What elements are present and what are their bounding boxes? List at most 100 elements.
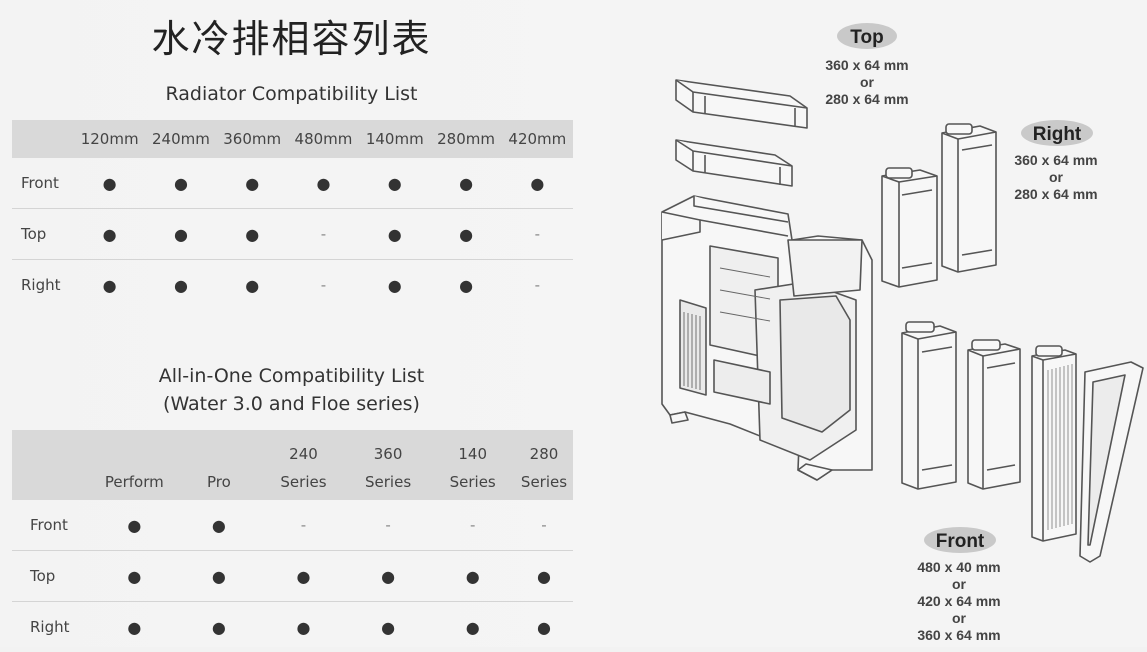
table-cell: - bbox=[515, 500, 573, 551]
table-cell: - bbox=[288, 260, 359, 311]
table-cell: ● bbox=[261, 602, 346, 652]
front-radiator-360-a bbox=[902, 322, 956, 489]
table-cell: - bbox=[288, 209, 359, 260]
right-radiator-360 bbox=[942, 124, 996, 272]
table-cell: ● bbox=[430, 602, 515, 652]
table-cell: ● bbox=[217, 158, 288, 209]
header-line2: Series bbox=[430, 468, 515, 496]
row-label: Front bbox=[12, 158, 74, 209]
table-cell: ● bbox=[177, 602, 262, 652]
top-radiator-280 bbox=[676, 140, 792, 186]
table-cell: ● bbox=[217, 260, 288, 311]
table-row: Right ● ● ● - ● ● - bbox=[12, 260, 573, 311]
header-line2: Series bbox=[515, 468, 573, 496]
table-cell: - bbox=[346, 500, 431, 551]
header-line1: 360 bbox=[346, 440, 431, 468]
header-cell: 280mm bbox=[430, 120, 501, 158]
table-cell: ● bbox=[288, 158, 359, 209]
table-cell: ● bbox=[145, 158, 216, 209]
header-cell: Perform bbox=[92, 430, 177, 500]
header-cell: 420mm bbox=[502, 120, 573, 158]
front-panel-frame bbox=[1080, 362, 1143, 562]
table-cell: ● bbox=[359, 158, 430, 209]
table-cell: ● bbox=[92, 500, 177, 551]
case-chassis bbox=[662, 196, 872, 480]
header-cell: 140mm bbox=[359, 120, 430, 158]
case-diagram-panel: Top 360 x 64 mm or 280 x 64 mm Right 360… bbox=[610, 0, 1147, 647]
row-label: Right bbox=[12, 260, 74, 311]
right-size-line: 280 x 64 mm bbox=[1014, 186, 1097, 202]
table-cell: - bbox=[430, 500, 515, 551]
table-cell: ● bbox=[346, 551, 431, 602]
table-cell: ● bbox=[515, 602, 573, 652]
front-radiator-360-b bbox=[968, 340, 1020, 489]
right-radiator-280 bbox=[882, 168, 937, 287]
front-size-line: or bbox=[952, 610, 967, 626]
table-cell: ● bbox=[261, 551, 346, 602]
front-size-line: 360 x 64 mm bbox=[917, 627, 1000, 643]
table-row: Front ● ● - - - - bbox=[12, 500, 573, 551]
table-cell: ● bbox=[502, 158, 573, 209]
header-cell: 480mm bbox=[288, 120, 359, 158]
header-blank bbox=[12, 430, 92, 500]
header-cell: 360mm bbox=[217, 120, 288, 158]
table-cell: ● bbox=[515, 551, 573, 602]
row-label: Top bbox=[12, 551, 92, 602]
table-cell: ● bbox=[217, 209, 288, 260]
header-line2: Series bbox=[261, 468, 346, 496]
front-size-label: Front 480 x 40 mm or 420 x 64 mm or 360 … bbox=[917, 527, 1000, 643]
right-badge: Right bbox=[1033, 124, 1082, 145]
header-cell: Pro bbox=[177, 430, 262, 500]
right-size-line: or bbox=[1049, 169, 1064, 185]
table-cell: - bbox=[502, 260, 573, 311]
right-size-label: Right 360 x 64 mm or 280 x 64 mm bbox=[1014, 120, 1097, 202]
table-cell: ● bbox=[145, 209, 216, 260]
header-line2: Perform bbox=[92, 468, 177, 496]
table-cell: ● bbox=[430, 209, 501, 260]
top-size-label: Top 360 x 64 mm or 280 x 64 mm bbox=[825, 23, 908, 107]
table-cell: ● bbox=[430, 551, 515, 602]
right-size-line: 360 x 64 mm bbox=[1014, 152, 1097, 168]
case-exploded-diagram: Top 360 x 64 mm or 280 x 64 mm Right 360… bbox=[610, 0, 1147, 647]
table-row: Top ● ● ● - ● ● - bbox=[12, 209, 573, 260]
table-row: Front ● ● ● ● ● ● ● bbox=[12, 158, 573, 209]
table-cell: ● bbox=[74, 260, 145, 311]
header-cell: 120mm bbox=[74, 120, 145, 158]
row-label: Front bbox=[12, 500, 92, 551]
radiator-list-title: Radiator Compatibility List bbox=[0, 83, 583, 105]
table-cell: ● bbox=[177, 500, 262, 551]
table-row: Right ● ● ● ● ● ● bbox=[12, 602, 573, 652]
top-radiator-360 bbox=[676, 80, 807, 128]
header-line2: Series bbox=[346, 468, 431, 496]
header-line1: 140 bbox=[430, 440, 515, 468]
table-cell: ● bbox=[430, 260, 501, 311]
table-cell: ● bbox=[74, 209, 145, 260]
header-line2: Pro bbox=[177, 468, 262, 496]
table-cell: ● bbox=[74, 158, 145, 209]
table-cell: ● bbox=[430, 158, 501, 209]
front-size-line: 420 x 64 mm bbox=[917, 593, 1000, 609]
table-cell: ● bbox=[92, 551, 177, 602]
header-line1: 240 bbox=[261, 440, 346, 468]
header-cell: 240mm bbox=[145, 120, 216, 158]
row-label: Right bbox=[12, 602, 92, 652]
table-cell: ● bbox=[177, 551, 262, 602]
aio-list-title-line1: All-in-One Compatibility List bbox=[0, 365, 583, 387]
front-badge: Front bbox=[936, 531, 985, 552]
front-radiator-480 bbox=[1032, 346, 1076, 541]
radiator-compatibility-table: 120mm 240mm 360mm 480mm 140mm 280mm 420m… bbox=[12, 120, 573, 310]
top-size-line: 280 x 64 mm bbox=[825, 91, 908, 107]
front-size-line: or bbox=[952, 576, 967, 592]
table-cell: ● bbox=[346, 602, 431, 652]
top-size-line: 360 x 64 mm bbox=[825, 57, 908, 73]
header-blank bbox=[12, 120, 74, 158]
table-cell: - bbox=[261, 500, 346, 551]
table-cell: ● bbox=[359, 260, 430, 311]
table-cell: ● bbox=[145, 260, 216, 311]
